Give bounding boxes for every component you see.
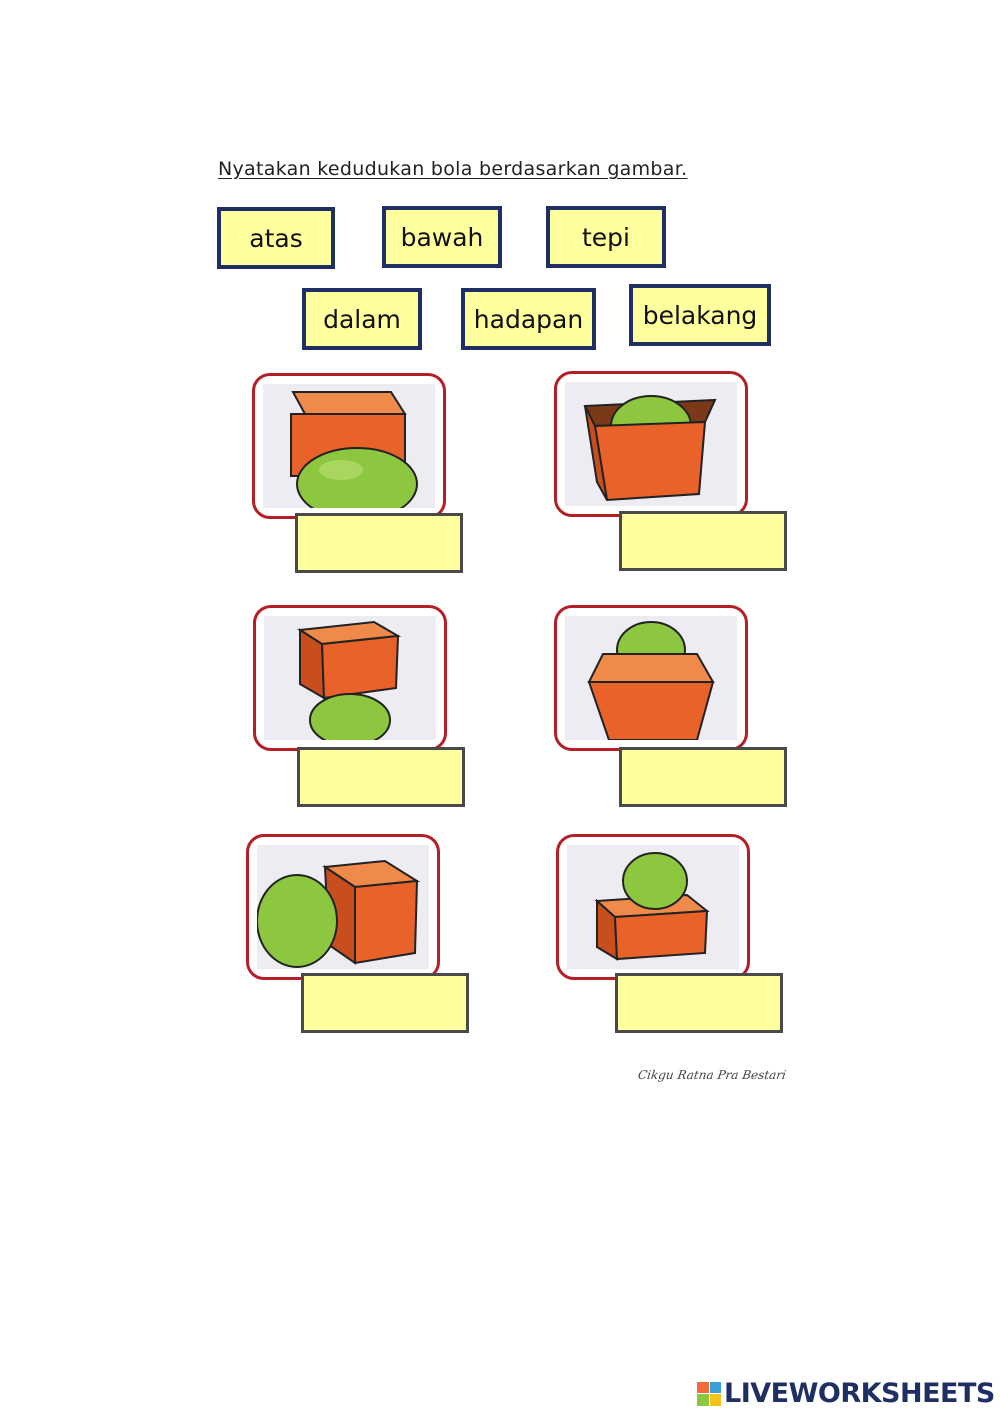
author-signature: Cikgu Ratna Pra Bestari [637,1068,787,1082]
ball-front-of-box-image [263,384,435,508]
picture-frame-6 [556,834,750,980]
word-tile-belakang[interactable]: belakang [629,284,771,346]
brand-name: LIVEWORKSHEETS [724,1378,995,1409]
word-tile-bawah[interactable]: bawah [382,206,502,268]
ball-inside-box-image [565,382,737,506]
answer-box-6[interactable] [615,973,783,1033]
word-tile-atas[interactable]: atas [217,207,335,269]
answer-box-1[interactable] [295,513,463,573]
ball-on-top-of-box-image [567,845,739,969]
ball-behind-box-image [565,616,737,740]
liveworksheets-logo-icon [697,1381,721,1406]
ball-below-box-image [264,616,436,740]
word-tile-dalam[interactable]: dalam [302,288,422,350]
picture-frame-5 [246,834,440,980]
answer-box-5[interactable] [301,973,469,1033]
picture-frame-3 [253,605,447,751]
instruction-text: Nyatakan kedudukan bola berdasarkan gamb… [218,158,688,180]
picture-frame-1 [252,373,446,519]
word-tile-hadapan[interactable]: hadapan [461,288,596,350]
answer-box-2[interactable] [619,511,787,571]
ball-beside-box-image [257,845,429,969]
brand-footer: LIVEWORKSHEETS [697,1378,995,1409]
answer-box-4[interactable] [619,747,787,807]
word-tile-tepi[interactable]: tepi [546,206,666,268]
picture-frame-2 [554,371,748,517]
picture-frame-4 [554,605,748,751]
answer-box-3[interactable] [297,747,465,807]
